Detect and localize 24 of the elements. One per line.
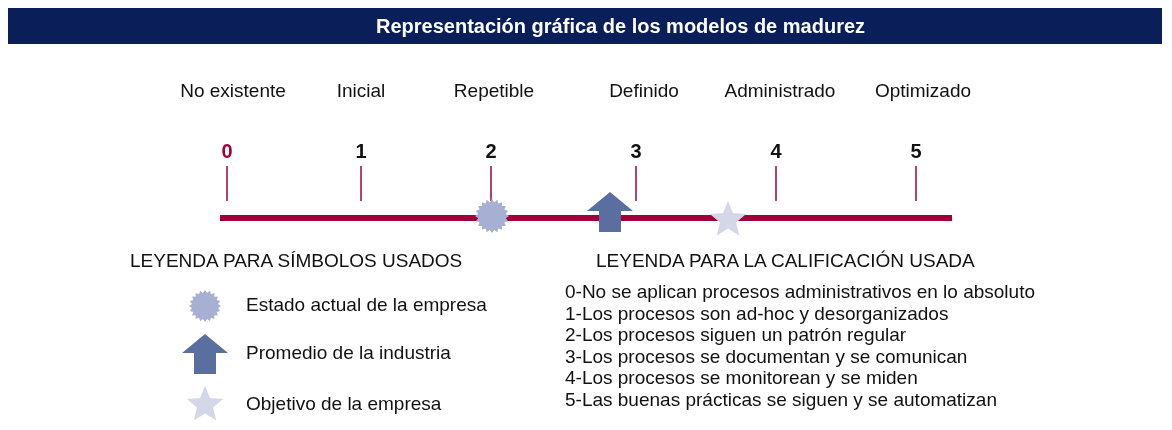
title-bar: Representación gráfica de los modelos de madurez [8, 8, 1162, 44]
scale-number: 0 [221, 140, 233, 163]
level-name: Administrado [724, 80, 836, 102]
rating-description: 3-Los procesos se documentan y se comunican [565, 345, 968, 368]
scale-number: 4 [770, 140, 782, 163]
level-name: No existente [180, 80, 286, 102]
scale-number: 5 [910, 140, 922, 163]
scale-number: 2 [485, 140, 497, 163]
level-name: Definido [609, 80, 679, 102]
scale-number: 1 [355, 140, 367, 163]
level-name: Repetible [453, 80, 535, 102]
rating-description: 0-No se aplican procesos administrativos en lo absoluto [565, 281, 1035, 303]
legend-label: Objetivo de la empresa [246, 393, 442, 415]
legend-heading: LEYENDA PARA LA CALIFICACIÓN USADA [596, 250, 975, 272]
rating-description: 5-Las buenas prácticas se siguen y se automatizan [565, 388, 997, 411]
level-name: Inicial [336, 80, 386, 102]
legend-label: Estado actual de la empresa [246, 294, 487, 316]
rating-description: 4-Los procesos se monitorean y se miden [565, 367, 918, 389]
level-name: Optimizado [874, 80, 972, 102]
rating-description: 1-Los procesos son ad-hoc y desorganizados [565, 302, 949, 325]
legend-label: Promedio de la industria [246, 342, 451, 364]
legend-heading: LEYENDA PARA SÍMBOLOS USADOS [130, 250, 463, 272]
scale-number: 3 [630, 140, 642, 163]
rating-description: 2-Los procesos siguen un patrón regular [565, 324, 907, 346]
